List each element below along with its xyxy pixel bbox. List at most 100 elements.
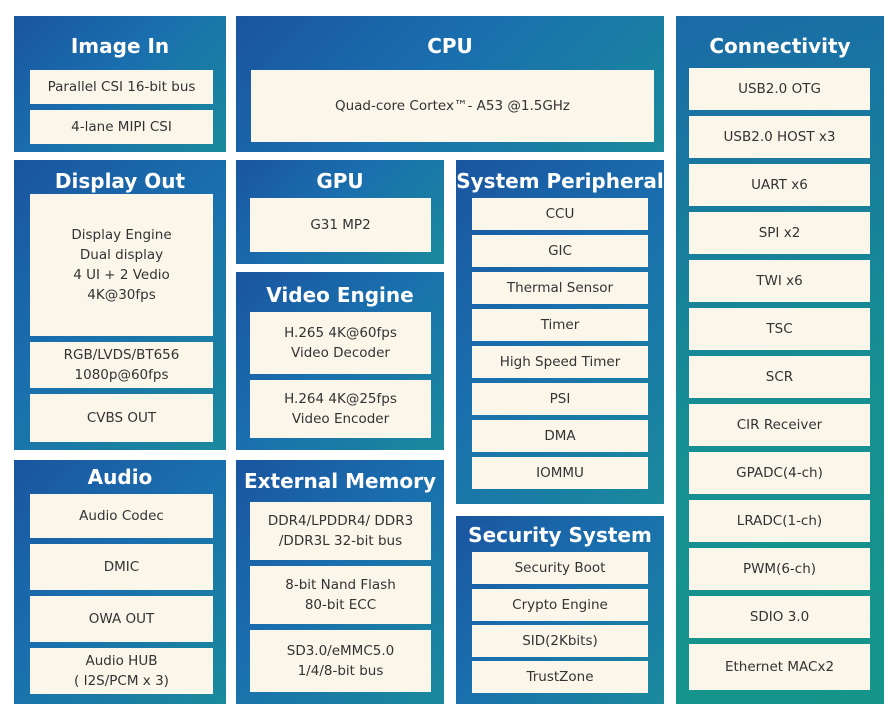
sd-emmc-block: SD3.0/eMMC5.0 1/4/8-bit bus bbox=[250, 630, 431, 692]
ddr-line: /DDR3L 32-bit bus bbox=[278, 533, 403, 549]
usb-otg-label: USB2.0 OTG bbox=[738, 81, 821, 97]
peripheral-item: GIC bbox=[472, 235, 648, 267]
video-engine-panel: Video Engine H.265 4K@60fps Video Decode… bbox=[236, 272, 444, 450]
owa-out-label: OWA OUT bbox=[88, 611, 155, 627]
security-item: TrustZone bbox=[472, 661, 648, 693]
cvbs-out-block: CVBS OUT bbox=[30, 394, 213, 442]
security-boot-label: Security Boot bbox=[514, 560, 606, 576]
external-memory-panel: External Memory DDR4/LPDDR4/ DDR3 /DDR3L… bbox=[236, 460, 444, 704]
usb-host-label: USB2.0 HOST x3 bbox=[723, 129, 836, 145]
audio-hub-block: Audio HUB ( I2S/PCM x 3) bbox=[30, 648, 213, 694]
parallel-csi-label: Parallel CSI 16-bit bus bbox=[47, 79, 196, 95]
peripheral-item: High Speed Timer bbox=[472, 346, 648, 378]
spi-label: SPI x2 bbox=[758, 225, 801, 241]
audio-codec-label: Audio Codec bbox=[79, 508, 164, 524]
tsc-label: TSC bbox=[766, 321, 793, 337]
mipi-csi-label: 4-lane MIPI CSI bbox=[71, 119, 172, 135]
connectivity-item: PWM(6-ch) bbox=[689, 548, 870, 590]
display-out-title: Display Out bbox=[54, 169, 186, 193]
security-system-title: Security System bbox=[468, 523, 652, 547]
psi-label: PSI bbox=[549, 391, 571, 407]
cpu-core-label: Quad-core Cortex™- A53 @1.5GHz bbox=[334, 98, 571, 114]
display-out-panel: Display Out Display Engine Dual display … bbox=[14, 160, 226, 450]
connectivity-item: SDIO 3.0 bbox=[689, 596, 870, 638]
cir-receiver-label: CIR Receiver bbox=[736, 417, 823, 433]
system-peripheral-title: System Peripheral bbox=[456, 169, 664, 193]
high-speed-timer-label: High Speed Timer bbox=[499, 354, 621, 370]
dmic-block: DMIC bbox=[30, 544, 213, 590]
crypto-engine-label: Crypto Engine bbox=[512, 597, 608, 613]
peripheral-item: Timer bbox=[472, 309, 648, 341]
video-encoder-block: H.264 4K@25fps Video Encoder bbox=[250, 380, 431, 438]
video-encoder-line: H.264 4K@25fps bbox=[284, 391, 397, 407]
cpu-panel: CPU Quad-core Cortex™- A53 @1.5GHz bbox=[236, 16, 664, 152]
lradc-label: LRADC(1-ch) bbox=[736, 513, 823, 529]
gpu-panel: GPU G31 MP2 bbox=[236, 160, 444, 264]
display-engine-line: Dual display bbox=[79, 247, 164, 263]
image-in-title: Image In bbox=[70, 34, 170, 58]
audio-panel: Audio Audio Codec DMIC OWA OUT Audio HUB… bbox=[14, 460, 226, 704]
cpu-title: CPU bbox=[427, 34, 473, 58]
video-decoder-line: Video Decoder bbox=[291, 345, 390, 361]
display-engine-line: 4K@30fps bbox=[87, 287, 156, 303]
display-engine-line: 4 UI + 2 Vedio bbox=[73, 267, 170, 283]
connectivity-item: GPADC(4-ch) bbox=[689, 452, 870, 494]
peripheral-item: CCU bbox=[472, 198, 648, 230]
security-item: SID(2Kbits) bbox=[472, 625, 648, 657]
iommu-label: IOMMU bbox=[536, 465, 584, 481]
scr-label: SCR bbox=[765, 369, 794, 385]
connectivity-item: TSC bbox=[689, 308, 870, 350]
connectivity-item: USB2.0 HOST x3 bbox=[689, 116, 870, 158]
owa-out-block: OWA OUT bbox=[30, 596, 213, 642]
ccu-label: CCU bbox=[545, 206, 575, 222]
audio-hub-line: ( I2S/PCM x 3) bbox=[74, 673, 169, 689]
timer-label: Timer bbox=[540, 317, 580, 333]
connectivity-panel: Connectivity USB2.0 OTG USB2.0 HOST x3 U… bbox=[676, 16, 884, 704]
nand-flash-block: 8-bit Nand Flash 80-bit ECC bbox=[250, 566, 431, 624]
rgb-lvds-line: 1080p@60fps bbox=[74, 367, 169, 383]
connectivity-item: Ethernet MACx2 bbox=[689, 644, 870, 690]
display-engine-line: Display Engine bbox=[71, 227, 172, 243]
ethernet-label: Ethernet MACx2 bbox=[724, 659, 835, 675]
cpu-core-block: Quad-core Cortex™- A53 @1.5GHz bbox=[251, 70, 654, 142]
rgb-lvds-line: RGB/LVDS/BT656 bbox=[63, 347, 180, 363]
security-item: Crypto Engine bbox=[472, 589, 648, 621]
connectivity-item: LRADC(1-ch) bbox=[689, 500, 870, 542]
system-peripheral-panel: System Peripheral CCU GIC Thermal Sensor… bbox=[456, 160, 664, 504]
sd-emmc-line: SD3.0/eMMC5.0 bbox=[286, 643, 395, 659]
cvbs-out-label: CVBS OUT bbox=[86, 410, 157, 426]
image-in-panel: Image In Parallel CSI 16-bit bus 4-lane … bbox=[14, 16, 226, 152]
connectivity-item: UART x6 bbox=[689, 164, 870, 206]
audio-codec-block: Audio Codec bbox=[30, 494, 213, 538]
video-decoder-block: H.265 4K@60fps Video Decoder bbox=[250, 312, 431, 374]
dma-label: DMA bbox=[544, 428, 576, 444]
security-system-panel: Security System Security Boot Crypto Eng… bbox=[456, 516, 664, 704]
ddr-line: DDR4/LPDDR4/ DDR3 bbox=[267, 513, 414, 529]
external-memory-title: External Memory bbox=[243, 469, 437, 493]
peripheral-item: IOMMU bbox=[472, 457, 648, 489]
thermal-sensor-label: Thermal Sensor bbox=[506, 280, 614, 296]
nand-flash-line: 8-bit Nand Flash bbox=[285, 577, 396, 593]
uart-label: UART x6 bbox=[751, 177, 808, 193]
rgb-lvds-block: RGB/LVDS/BT656 1080p@60fps bbox=[30, 342, 213, 388]
security-item: Security Boot bbox=[472, 552, 648, 584]
audio-hub-line: Audio HUB bbox=[85, 653, 158, 669]
gpu-block: G31 MP2 bbox=[250, 198, 431, 252]
nand-flash-line: 80-bit ECC bbox=[304, 597, 377, 613]
video-decoder-line: H.265 4K@60fps bbox=[284, 325, 397, 341]
connectivity-item: TWI x6 bbox=[689, 260, 870, 302]
peripheral-item: PSI bbox=[472, 383, 648, 415]
connectivity-item: SPI x2 bbox=[689, 212, 870, 254]
gic-label: GIC bbox=[548, 243, 572, 259]
audio-title: Audio bbox=[87, 465, 153, 489]
twi-label: TWI x6 bbox=[756, 273, 803, 289]
trustzone-label: TrustZone bbox=[526, 669, 594, 685]
parallel-csi-block: Parallel CSI 16-bit bus bbox=[30, 70, 213, 104]
connectivity-title: Connectivity bbox=[709, 34, 851, 58]
sid-label: SID(2Kbits) bbox=[522, 633, 598, 649]
pwm-label: PWM(6-ch) bbox=[742, 561, 817, 577]
sdio-label: SDIO 3.0 bbox=[749, 609, 810, 625]
mipi-csi-block: 4-lane MIPI CSI bbox=[30, 110, 213, 144]
sd-emmc-line: 1/4/8-bit bus bbox=[297, 663, 384, 679]
video-encoder-line: Video Encoder bbox=[291, 411, 390, 427]
